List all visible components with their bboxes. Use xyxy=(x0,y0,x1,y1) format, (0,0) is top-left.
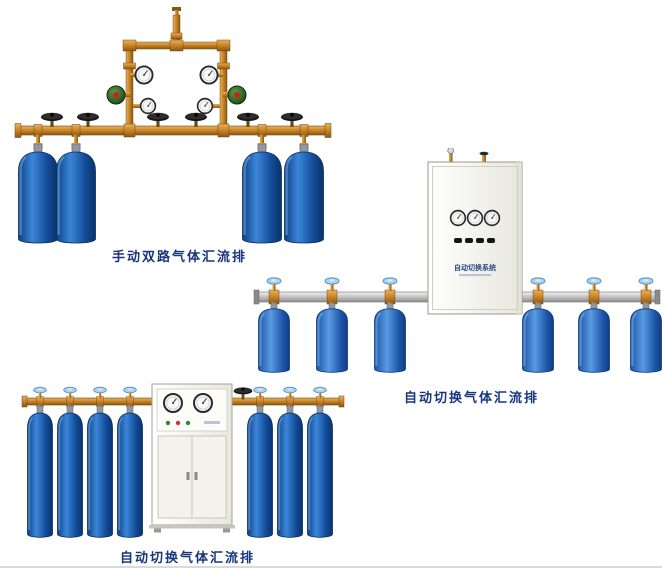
gas-cylinder xyxy=(373,277,407,374)
caption-manual-dual-manifold: 手动双路气体汇流排 xyxy=(112,249,248,264)
valve-handwheel xyxy=(233,387,253,400)
pressure-regulator-left xyxy=(106,65,157,115)
cylinder-stations xyxy=(17,135,325,245)
inlet-pipe xyxy=(170,7,183,44)
pressure-gauge xyxy=(193,393,213,413)
caption-auto-switch-manifold-2: 自动切换气体汇流排 xyxy=(120,550,256,565)
gas-cylinder xyxy=(283,135,325,245)
cylinder-stations xyxy=(257,277,662,374)
cabinet-top-pipe xyxy=(449,149,453,163)
cylinder-valve-cap xyxy=(638,277,654,285)
footer-rule xyxy=(0,566,662,568)
pressure-gauge xyxy=(466,209,484,227)
valve-handwheel xyxy=(77,112,99,127)
cabinet-doors xyxy=(157,435,227,519)
gas-cylinder xyxy=(629,277,662,374)
pressure-gauge xyxy=(163,393,183,413)
cabinet-label-text: 自动切换系统 xyxy=(454,263,496,272)
cylinder-valve-cap xyxy=(33,386,47,394)
door-handle xyxy=(194,472,198,480)
cylinder-stations xyxy=(26,386,334,539)
pressure-gauge xyxy=(134,65,154,85)
valve-handwheel xyxy=(41,112,63,127)
gas-cylinder xyxy=(276,386,304,539)
header-pipe xyxy=(122,39,231,128)
cylinder-valve-cap xyxy=(266,277,282,285)
control-cabinet: 自动切换系统 xyxy=(427,148,523,315)
indicator-light-green xyxy=(185,420,191,426)
cylinder-valve-cap xyxy=(93,386,107,394)
valve-handwheel xyxy=(147,112,169,127)
pressure-gauge xyxy=(199,65,219,85)
cylinder-valve-cap xyxy=(123,386,137,394)
cylinder-valve-cap xyxy=(283,386,297,394)
cabinet-gauges xyxy=(449,209,501,227)
cylinder-valve-cap xyxy=(313,386,327,394)
valve-handwheel xyxy=(237,112,259,127)
gas-cylinder xyxy=(55,135,97,245)
gas-cylinder xyxy=(86,386,114,539)
indicator-light-red xyxy=(175,420,181,426)
pressure-regulator-right xyxy=(196,65,247,115)
manual-dual-manifold-image xyxy=(14,7,332,245)
cylinder-valve-cap xyxy=(586,277,602,285)
product-auto-switch-manifold-1: 自动切换系统 xyxy=(252,148,662,380)
cylinder-valve-cap xyxy=(253,386,267,394)
auto-switch-manifold-image-1: 自动切换系统 xyxy=(253,148,662,374)
valve-handwheel xyxy=(281,112,303,127)
cylinder-valve-cap xyxy=(63,386,77,394)
caption-auto-switch-manifold-1: 自动切换气体汇流排 xyxy=(404,390,540,405)
control-cabinet xyxy=(149,383,235,533)
pressure-gauge xyxy=(196,97,214,115)
gas-cylinder xyxy=(257,277,291,374)
gas-cylinder xyxy=(306,386,334,539)
cylinder-valve-cap xyxy=(530,277,546,285)
gas-cylinder xyxy=(17,135,59,245)
cabinet-grill xyxy=(454,238,495,243)
door-handle xyxy=(186,472,190,480)
gas-cylinder xyxy=(521,277,555,374)
cabinet-body xyxy=(427,161,523,315)
product-manual-dual-manifold xyxy=(8,5,338,245)
pressure-gauge xyxy=(449,209,467,227)
cabinet-top-valve xyxy=(479,151,489,156)
gas-cylinder xyxy=(315,277,349,374)
pressure-gauge xyxy=(139,97,157,115)
valve-handwheel xyxy=(185,112,207,127)
gas-cylinder xyxy=(241,135,283,245)
cylinder-valve-cap xyxy=(382,277,398,285)
auto-switch-manifold-image-2 xyxy=(21,383,345,539)
gas-cylinder xyxy=(577,277,611,374)
gas-cylinder xyxy=(26,386,54,539)
pressure-gauge xyxy=(483,209,501,227)
gas-cylinder xyxy=(116,386,144,539)
gas-cylinder xyxy=(56,386,84,539)
manifold-pipe xyxy=(14,123,332,138)
gas-cylinder xyxy=(246,386,274,539)
product-auto-switch-manifold-2 xyxy=(18,378,348,548)
indicator-light-green xyxy=(165,420,171,426)
cylinder-valve-cap xyxy=(324,277,340,285)
